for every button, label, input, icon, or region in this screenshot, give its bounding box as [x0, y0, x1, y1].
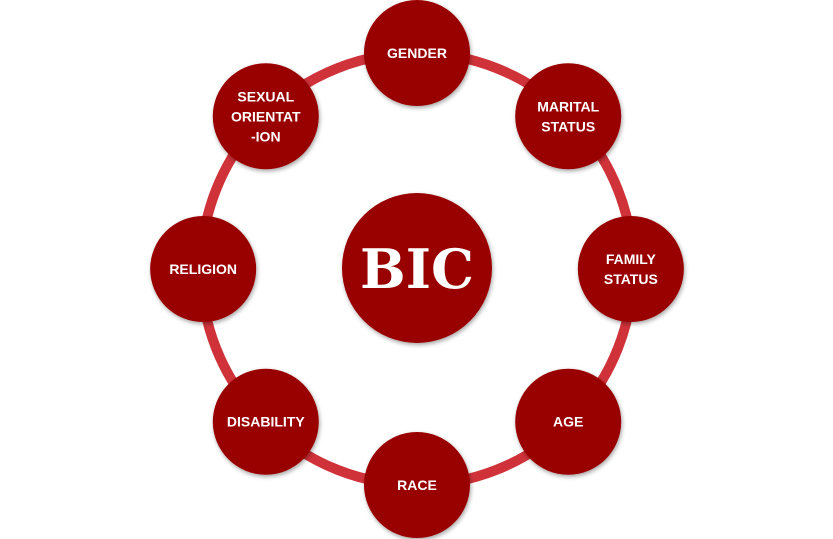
node-label: STATUS	[604, 271, 658, 287]
node-age: AGE	[515, 368, 622, 475]
node-label: SEXUAL	[237, 88, 294, 104]
node-sexual-orientat-ion: SEXUAL ORIENTAT -ION	[212, 63, 319, 170]
node-marital-status: MARITAL STATUS	[515, 63, 622, 170]
node-label: -ION	[251, 128, 281, 144]
node-religion: RELIGION	[150, 216, 257, 322]
node-label: ORIENTAT	[231, 108, 301, 124]
node-circle	[212, 63, 319, 170]
node-circle	[515, 63, 622, 170]
node-label: RELIGION	[169, 261, 237, 277]
node-gender: GENDER	[364, 0, 470, 106]
node-label: DISABILITY	[227, 414, 305, 430]
node-race: RACE	[364, 432, 470, 538]
center-node: BIC	[342, 193, 492, 343]
center-circle	[342, 193, 492, 343]
node-label: FAMILY	[606, 251, 657, 267]
node-circle	[150, 216, 257, 322]
node-family-status: FAMILY STATUS	[577, 216, 684, 322]
node-circle	[364, 432, 470, 538]
node-circle	[212, 368, 319, 475]
center-label: BIC	[360, 237, 474, 301]
node-circle	[364, 0, 470, 106]
node-label: AGE	[553, 414, 583, 430]
node-disability: DISABILITY	[212, 368, 319, 475]
node-circle	[577, 216, 684, 322]
node-label: GENDER	[387, 45, 447, 61]
node-circle	[515, 368, 622, 475]
node-label: MARITAL	[537, 98, 599, 114]
node-label: STATUS	[541, 118, 595, 134]
node-label: RACE	[397, 477, 437, 493]
